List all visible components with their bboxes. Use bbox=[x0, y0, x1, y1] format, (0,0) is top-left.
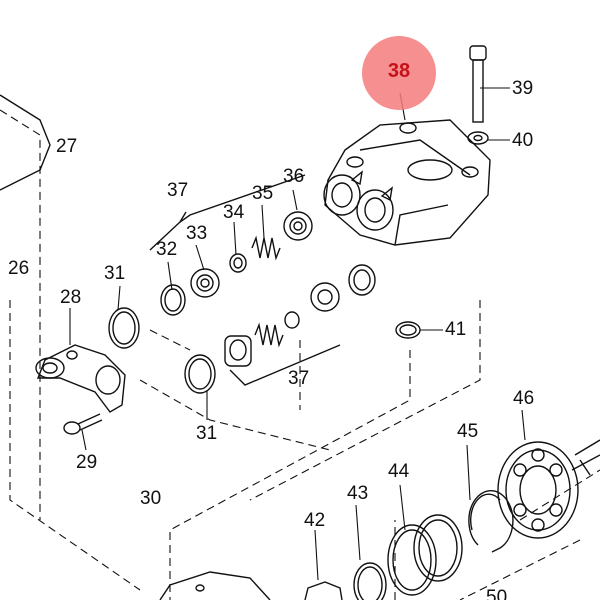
bracket-37-top bbox=[149, 174, 306, 251]
seal-42 bbox=[304, 581, 343, 600]
part-label-35[interactable]: 35 bbox=[252, 183, 274, 204]
part-label-50[interactable]: 50 bbox=[486, 587, 508, 600]
part-label-41[interactable]: 41 bbox=[445, 319, 467, 340]
part-label-46[interactable]: 46 bbox=[513, 388, 535, 409]
part-label-45[interactable]: 45 bbox=[457, 421, 479, 442]
screw-29 bbox=[63, 413, 103, 435]
valve-set-lower bbox=[224, 264, 376, 367]
snap-ring-43 bbox=[353, 562, 387, 600]
bolt-39 bbox=[469, 45, 487, 123]
unloader-28 bbox=[35, 344, 126, 413]
part-label-37-upper[interactable]: 37 bbox=[167, 180, 189, 201]
bearing-46 bbox=[497, 441, 579, 539]
pump-head-38 bbox=[323, 119, 491, 246]
part-label-28[interactable]: 28 bbox=[60, 287, 82, 308]
part-label-39[interactable]: 39 bbox=[512, 78, 534, 99]
housing-30 bbox=[159, 571, 271, 600]
part-label-31-lower[interactable]: 31 bbox=[196, 423, 218, 444]
part-label-42[interactable]: 42 bbox=[304, 510, 326, 531]
part-label-33[interactable]: 33 bbox=[186, 223, 208, 244]
part-label-29[interactable]: 29 bbox=[76, 452, 98, 473]
part-label-44[interactable]: 44 bbox=[388, 461, 410, 482]
ring-44b bbox=[413, 514, 463, 582]
shaft-end bbox=[571, 439, 600, 476]
circlip-45 bbox=[468, 490, 514, 553]
valve-36 bbox=[283, 211, 313, 241]
oring-41 bbox=[395, 321, 421, 339]
part-38-label[interactable]: 38 bbox=[387, 60, 411, 82]
highlight-circle[interactable] bbox=[362, 36, 436, 110]
part-label-26[interactable]: 26 bbox=[8, 258, 30, 279]
leader-lines bbox=[69, 87, 526, 581]
spring-35 bbox=[251, 235, 281, 261]
part-label-32[interactable]: 32 bbox=[156, 239, 178, 260]
ring-44a bbox=[387, 524, 437, 596]
part-label-34[interactable]: 34 bbox=[223, 202, 245, 223]
part-label-43[interactable]: 43 bbox=[347, 483, 369, 504]
washer-40 bbox=[467, 131, 489, 145]
oring-31-upper bbox=[108, 307, 140, 349]
assembly-dash-lines bbox=[0, 109, 600, 600]
bracket-27 bbox=[0, 94, 51, 191]
part-label-27[interactable]: 27 bbox=[56, 136, 78, 157]
part-label-40[interactable]: 40 bbox=[512, 130, 534, 151]
part-label-31-upper[interactable]: 31 bbox=[104, 263, 126, 284]
oring-32 bbox=[160, 284, 186, 316]
part-label-37-lower[interactable]: 37 bbox=[288, 368, 310, 389]
seat-33 bbox=[190, 268, 220, 298]
ring-34 bbox=[229, 253, 247, 273]
bracket-37-bottom bbox=[229, 344, 341, 386]
part-label-30[interactable]: 30 bbox=[140, 488, 162, 509]
part-label-36[interactable]: 36 bbox=[283, 166, 305, 187]
oring-31-lower bbox=[184, 354, 216, 394]
